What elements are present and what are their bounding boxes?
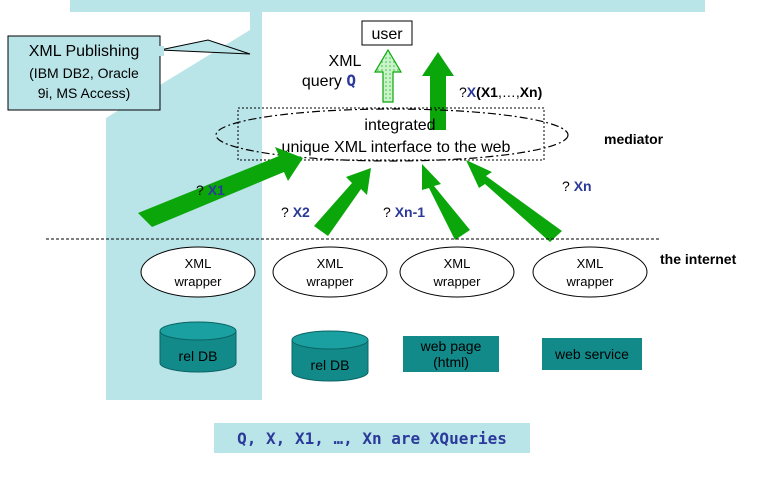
wrapper-4: XML wrapper [532, 246, 648, 298]
wrapper-1: XML wrapper [140, 246, 256, 298]
footer-text: Q, X, X1, …, Xn are XQueries [237, 429, 507, 448]
query-line2: query Q [302, 71, 356, 90]
svg-text:XML: XML [444, 256, 471, 271]
svg-text:rel DB: rel DB [179, 348, 218, 364]
result-label: ?X(X1,…,Xn) [459, 84, 542, 100]
svg-text:wrapper: wrapper [433, 274, 482, 289]
subquery-label-n1: ? Xn-1 [383, 204, 425, 220]
mediator-box [237, 107, 545, 161]
subquery-label-1: ? X1 [196, 182, 225, 198]
source-rel-db-2: rel DB [291, 330, 369, 382]
svg-text:XML: XML [577, 256, 604, 271]
wrapper-3: XML wrapper [399, 246, 515, 298]
internet-label: the internet [660, 251, 737, 267]
user-label: user [371, 26, 403, 43]
query-line1: XML [329, 53, 362, 70]
svg-text:rel DB: rel DB [311, 357, 350, 373]
callout-box [7, 35, 161, 111]
subquery-label-2: ? X2 [281, 204, 310, 220]
svg-text:(html): (html) [433, 354, 469, 370]
svg-text:XML: XML [185, 256, 212, 271]
subquery-arrow-n1 [422, 164, 470, 240]
svg-text:wrapper: wrapper [306, 274, 355, 289]
source-web-page: web page (html) [403, 336, 499, 372]
mediator-line1: integrated [364, 117, 435, 134]
svg-text:XML: XML [317, 256, 344, 271]
source-web-service: web service [542, 338, 642, 370]
subquery-arrow-n [466, 160, 562, 242]
mediator-ellipse [215, 108, 569, 162]
mediator-line2: unique XML interface to the web [282, 139, 511, 156]
mediator-side-label: mediator [604, 131, 664, 147]
svg-text:web page: web page [420, 338, 482, 354]
svg-text:wrapper: wrapper [566, 274, 615, 289]
publishing-highlight [70, 0, 705, 400]
query-symbol: Q [346, 71, 356, 90]
svg-text:wrapper: wrapper [174, 274, 223, 289]
callout-title: XML Publishing [29, 43, 140, 60]
wrapper-2: XML wrapper [272, 246, 388, 298]
user-box [361, 20, 413, 46]
subquery-arrow-1 [138, 147, 303, 227]
footer-highlight [214, 423, 530, 453]
callout-line3: 9i, MS Access) [38, 85, 131, 101]
source-rel-db-1: rel DB [159, 321, 237, 373]
subquery-label-n: ? Xn [562, 178, 592, 194]
query-up-arrow [373, 48, 403, 103]
callout-pointer [159, 39, 251, 55]
subquery-arrow-2 [314, 168, 371, 236]
svg-text:web service: web service [554, 346, 629, 362]
callout-line2: (IBM DB2, Oracle [29, 65, 139, 81]
